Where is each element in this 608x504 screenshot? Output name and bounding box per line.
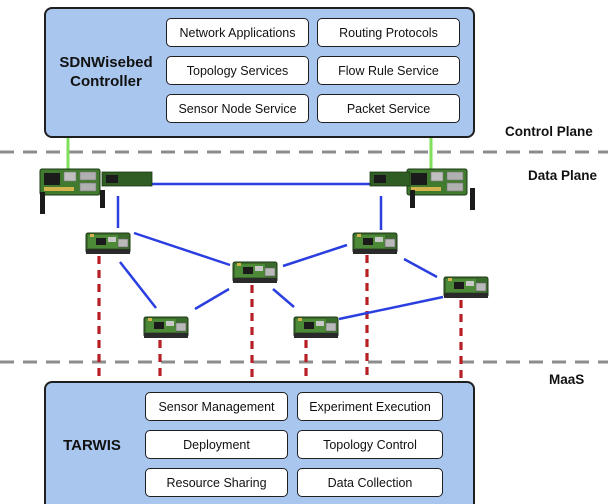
data-links (116, 182, 444, 321)
sensor-node (293, 316, 339, 339)
tarwis-title: TARWIS (63, 437, 121, 454)
service-topology-control: Topology Control (297, 430, 443, 459)
control-plane-label: Control Plane (505, 124, 593, 139)
maas-label: MaaS (549, 372, 585, 387)
controller-title: SDNWisebed Controller (59, 54, 153, 90)
gateway-left (39, 168, 153, 214)
data-link (403, 257, 438, 279)
sensor-node (143, 316, 189, 339)
data-link (194, 287, 230, 311)
service-sensor-management: Sensor Management (145, 392, 288, 421)
service-packet: Packet Service (317, 94, 460, 123)
data-link (119, 261, 157, 309)
data-link (282, 243, 348, 268)
data-plane-label: Data Plane (528, 168, 598, 183)
service-data-collection: Data Collection (297, 468, 443, 497)
service-network-applications: Network Applications (166, 18, 309, 47)
service-deployment: Deployment (145, 430, 288, 459)
gateway-right (369, 168, 475, 210)
service-resource-sharing: Resource Sharing (145, 468, 288, 497)
service-flow-rule: Flow Rule Service (317, 56, 460, 85)
data-link (272, 288, 295, 308)
sensor-node (232, 261, 278, 284)
data-link (133, 231, 231, 267)
tarwis-panel: TARWIS Sensor Management Experiment Exec… (44, 381, 475, 504)
service-sensor-node: Sensor Node Service (166, 94, 309, 123)
sensor-node (352, 232, 398, 255)
service-experiment-execution: Experiment Execution (297, 392, 443, 421)
data-link (338, 295, 444, 321)
service-topology-services: Topology Services (166, 56, 309, 85)
maas-links (97, 255, 463, 383)
sensor-node (443, 276, 489, 299)
service-routing-protocols: Routing Protocols (317, 18, 460, 47)
controller-panel: SDNWisebed Controller Network Applicatio… (44, 7, 475, 138)
sensor-node (85, 232, 131, 255)
